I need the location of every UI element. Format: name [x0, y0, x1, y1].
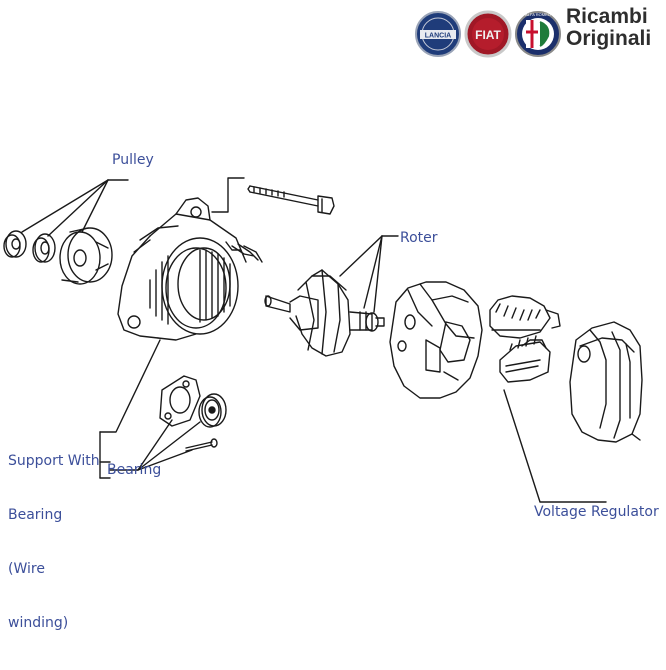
- brand-title: Ricambi Originali: [566, 6, 651, 50]
- brand-line-2: Originali: [566, 27, 652, 50]
- washer-nut-part: [3, 230, 27, 258]
- bearing-label: Bearing: [107, 462, 162, 478]
- support-label-line-2: Bearing: [8, 507, 63, 523]
- rear-cover-part: [569, 321, 643, 443]
- lancia-logo: LANCIA: [415, 11, 461, 57]
- brand-logos: LANCIA FIAT ALFA ROMEO: [415, 10, 561, 58]
- bearing-leader-lines: [109, 419, 201, 471]
- bearing-plate-part: [159, 375, 201, 427]
- voltage-regulator-label: Voltage Regulator: [534, 504, 659, 520]
- rotor-part: [264, 269, 385, 357]
- fiat-logo-text: FIAT: [475, 28, 501, 42]
- rectifier-part: [489, 295, 561, 339]
- voltage-regulator-leader: [503, 389, 607, 503]
- alfa-romeo-logo-text: ALFA ROMEO: [525, 12, 551, 17]
- bolt-leader: [211, 177, 245, 213]
- lancia-logo-text: LANCIA: [425, 33, 451, 40]
- voltage-regulator-part: [499, 335, 551, 383]
- support-leader-lines: [99, 339, 161, 479]
- front-housing-part: [117, 197, 263, 341]
- brand-line-1: Ricambi: [566, 5, 648, 28]
- long-bolt-part: [247, 185, 335, 215]
- fiat-logo: FIAT: [464, 10, 512, 58]
- pulley-part: [59, 227, 113, 285]
- pulley-label: Pulley: [112, 152, 154, 168]
- washer-part: [32, 233, 56, 263]
- pulley-leader-lines: [21, 179, 129, 237]
- support-label-line-4: winding): [8, 615, 69, 631]
- support-label-line-1: Support With: [8, 453, 100, 469]
- bearing-part: [198, 393, 227, 428]
- support-label-line-3: (Wire: [8, 561, 45, 577]
- alfa-romeo-logo: ALFA ROMEO: [515, 11, 561, 57]
- support-with-bearing-label: Support With Bearing (Wire winding): [8, 416, 100, 650]
- rotor-leader-lines: [339, 235, 399, 313]
- rear-housing-part: [389, 281, 483, 399]
- roter-label: Roter: [400, 230, 438, 246]
- screw-part: [185, 438, 218, 452]
